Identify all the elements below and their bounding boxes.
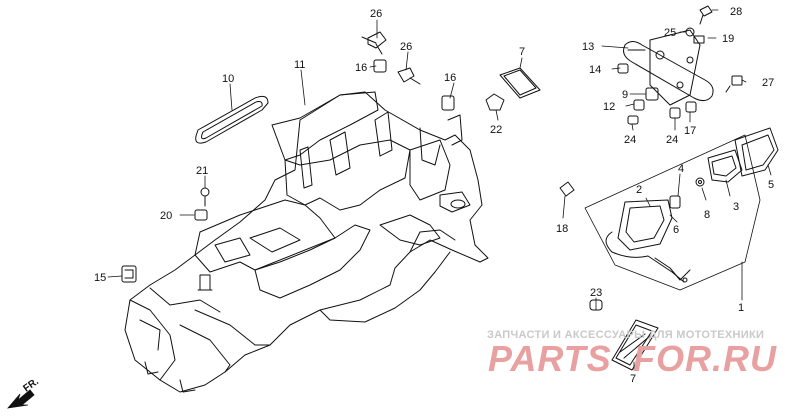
callout-15: 15 (94, 272, 106, 284)
callout-18: 18 (556, 223, 568, 235)
callout-22: 22 (490, 124, 502, 136)
callout-24-right: 24 (666, 134, 678, 146)
watermark: ЗАПЧАСТИ И АКСЕССУАРЫ ДЛЯ МОТОТЕХНИКИ PA… (487, 329, 777, 379)
fastener-26-mid (397, 67, 421, 85)
license-bracket-13 (623, 29, 714, 106)
watermark-brand-part2: FOR.RU (633, 338, 777, 379)
callout-5: 5 (768, 179, 774, 191)
front-direction-arrow: FR. (6, 376, 41, 409)
callout-12: 12 (603, 101, 615, 113)
callout-6: 6 (673, 224, 679, 236)
callout-1: 1 (738, 302, 744, 314)
callout-11: 11 (294, 59, 305, 71)
callout-3: 3 (733, 201, 739, 213)
callout-4: 4 (678, 163, 684, 175)
callout-20: 20 (160, 210, 172, 222)
nut-20 (194, 209, 208, 221)
washer-25 (685, 27, 695, 37)
bolt-27 (725, 75, 743, 93)
nut-24-left (627, 115, 639, 125)
callout-26-top: 26 (370, 8, 382, 20)
seal-ring-10 (195, 95, 269, 144)
callout-16-right: 16 (444, 72, 456, 84)
callout-25: 25 (664, 27, 676, 39)
leader-lines (107, 9, 772, 371)
callout-9: 9 (622, 89, 628, 101)
spacer-12 (633, 99, 645, 111)
callout-13: 13 (582, 41, 594, 53)
callout-24-left: 24 (624, 134, 636, 146)
clip-15 (121, 265, 137, 283)
reflector-7-bottom (611, 319, 659, 371)
taillight-assembly (559, 127, 779, 291)
callout-16-left: 16 (355, 62, 367, 74)
grommet-22 (485, 93, 505, 111)
callout-8: 8 (704, 209, 710, 221)
clip-16-right (441, 95, 455, 111)
collar-9 (645, 87, 659, 101)
callout-17: 17 (684, 125, 696, 137)
watermark-subtitle: ЗАПЧАСТИ И АКСЕССУАРЫ ДЛЯ МОТОТЕХНИКИ (487, 329, 764, 341)
callout-7-bottom: 7 (630, 373, 636, 385)
callout-23: 23 (590, 287, 602, 299)
front-direction-label: FR. (21, 376, 41, 394)
fastener-26-top (361, 31, 387, 55)
callout-26-mid: 26 (400, 41, 412, 53)
callout-27: 27 (762, 77, 774, 89)
screw-21 (200, 187, 210, 207)
callout-10: 10 (222, 73, 234, 85)
callout-7-top: 7 (519, 46, 525, 58)
callout-2: 2 (636, 184, 642, 196)
nut-14 (617, 63, 629, 74)
watermark-brand-part1: PARTS (488, 338, 612, 379)
callout-28: 28 (730, 6, 742, 18)
reflector-7-top (499, 67, 541, 99)
collar-17 (685, 101, 697, 113)
callout-14: 14 (589, 64, 601, 76)
callout-21: 21 (196, 165, 208, 177)
rear-fender-assembly (124, 91, 489, 393)
nut-19 (693, 35, 705, 44)
callout-labels: 1 2 3 4 5 6 7 7 8 9 10 11 12 13 14 15 16… (94, 6, 774, 385)
nut-24-right (669, 107, 681, 119)
bolt-28 (699, 5, 713, 25)
callout-19: 19 (722, 33, 734, 45)
